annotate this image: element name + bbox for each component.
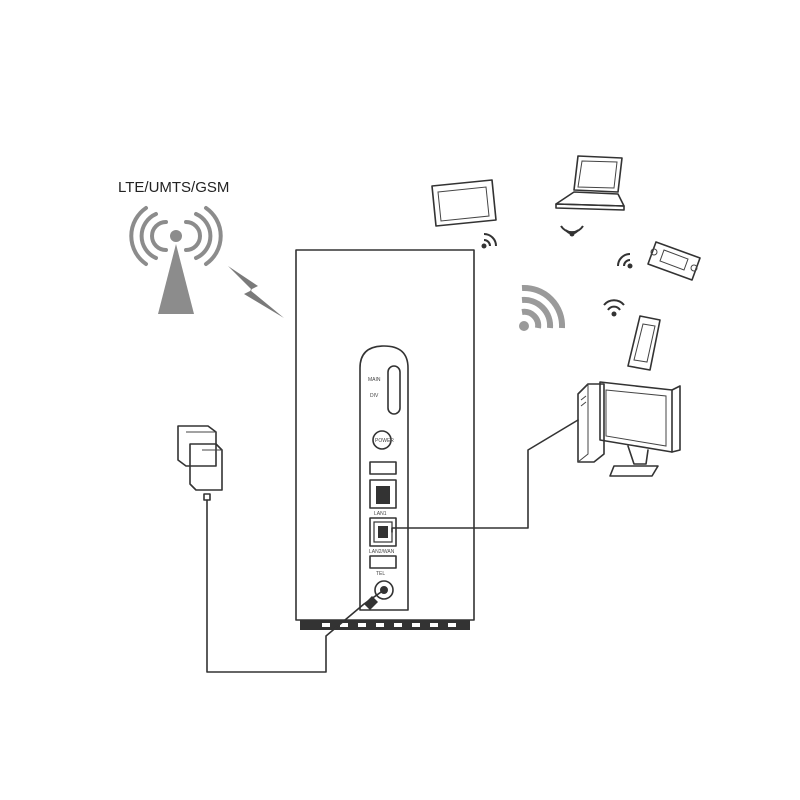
tel-port[interactable] xyxy=(369,555,397,569)
console-wifi-icon xyxy=(617,253,633,269)
lan-wan-label: LAN2/WAN xyxy=(369,549,395,555)
lan1-label: LAN1 xyxy=(374,511,387,517)
power-label: POWER xyxy=(375,438,394,444)
ethernet-cable xyxy=(391,419,579,533)
smartphone-icon xyxy=(627,315,661,371)
power-jack[interactable] xyxy=(374,580,394,600)
phone-wifi-icon xyxy=(603,299,625,317)
router-back-panel xyxy=(359,345,409,611)
game-console-icon xyxy=(647,241,701,281)
tablet-icon xyxy=(431,179,497,227)
desktop-computer-icon xyxy=(577,381,681,477)
antenna-slot[interactable] xyxy=(387,365,401,415)
tel-label: TEL xyxy=(376,571,385,577)
power-plug-icon xyxy=(364,596,378,610)
power-adapter-icon xyxy=(177,425,223,501)
sim-slot[interactable] xyxy=(369,461,397,475)
power-button[interactable] xyxy=(372,430,392,450)
lan-wan-port[interactable] xyxy=(369,517,397,547)
tablet-wifi-icon xyxy=(481,233,497,249)
laptop-wifi-icon xyxy=(560,225,584,237)
main-antenna-label: MAIN xyxy=(368,377,381,383)
network-label: LTE/UMTS/GSM xyxy=(118,179,229,196)
lan1-port[interactable] xyxy=(369,479,397,509)
router: MAIN DIV POWER LAN1 LAN2/WAN TEL xyxy=(295,249,475,630)
router-base xyxy=(300,620,470,630)
router-wifi-icon xyxy=(519,284,566,331)
signal-bolt-icon xyxy=(228,266,284,318)
cell-tower-icon xyxy=(129,206,223,314)
laptop-icon xyxy=(555,155,625,211)
div-antenna-label: DIV xyxy=(370,393,379,399)
